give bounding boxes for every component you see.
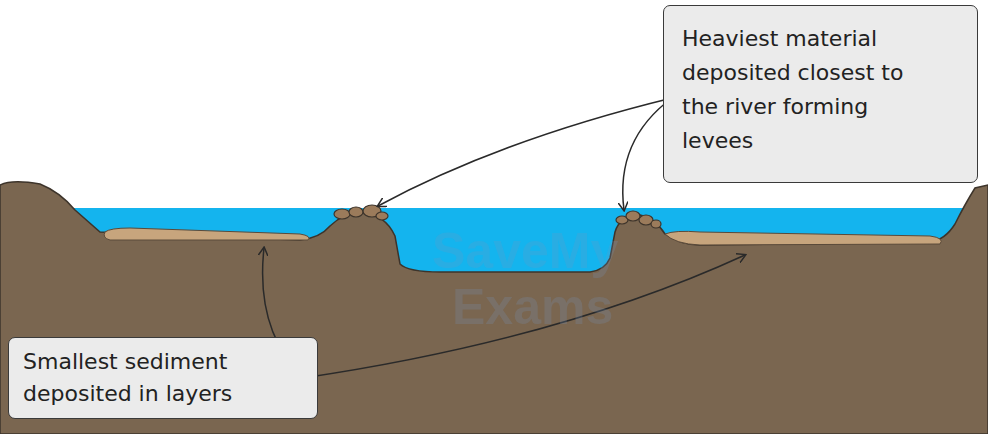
ground [0,182,988,434]
watermark: Exams [452,278,613,336]
callout-box: Heaviest material deposited closest to t… [663,5,978,183]
sediment-layer [104,228,309,240]
callout-text: Heaviest material deposited closest to t… [682,22,944,158]
callout-text: Smallest sediment deposited in layers [23,346,293,410]
callout-box: Smallest sediment deposited in layers [8,337,318,419]
sediment-layer [665,231,941,245]
watermark: SaveMy [432,222,618,280]
